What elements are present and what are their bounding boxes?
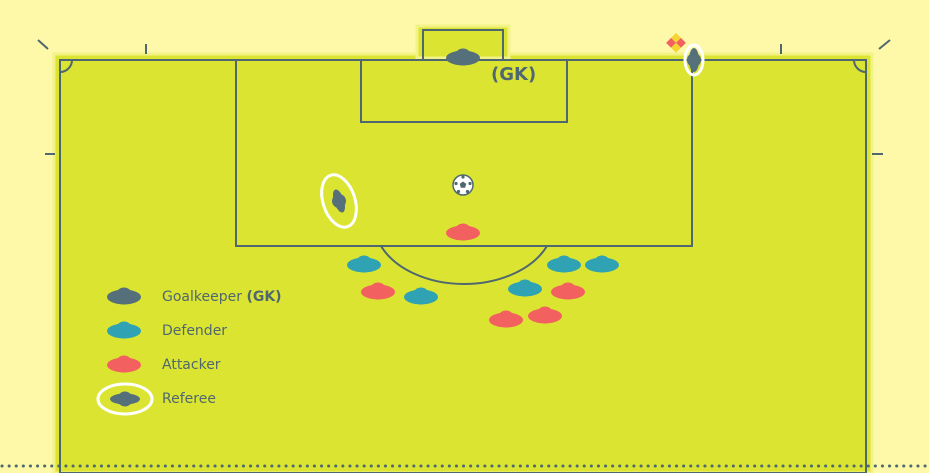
legend-label-text: Attacker — [162, 357, 221, 373]
legend — [96, 287, 154, 416]
pitch — [37, 24, 891, 473]
corner-arc-left — [59, 59, 73, 73]
corner-flag-icon — [666, 32, 686, 53]
legend-label-text: Referee — [162, 391, 216, 407]
legend-label-defender: Defender — [162, 323, 227, 339]
assistant-referee-player — [683, 43, 705, 77]
legend-label-referee: Referee — [162, 391, 216, 407]
goalkeeper-tag: (GK) — [491, 64, 537, 85]
corner-arc-right — [853, 59, 867, 73]
legend-label-attacker: Attacker — [162, 357, 221, 373]
ball-icon — [452, 174, 474, 196]
referee-player — [320, 173, 358, 229]
pitch-surface — [52, 52, 874, 473]
field-marks — [37, 39, 891, 155]
legend-label-text: Defender — [162, 323, 228, 339]
legend-referee-icon — [96, 382, 154, 416]
legend-label-goalkeeper: Goalkeeper (GK) — [162, 289, 282, 305]
legend-label-text: Goalkeeper — [162, 289, 242, 305]
legend-label-suffix: (GK) — [246, 289, 282, 305]
penalty-arc — [380, 245, 548, 285]
